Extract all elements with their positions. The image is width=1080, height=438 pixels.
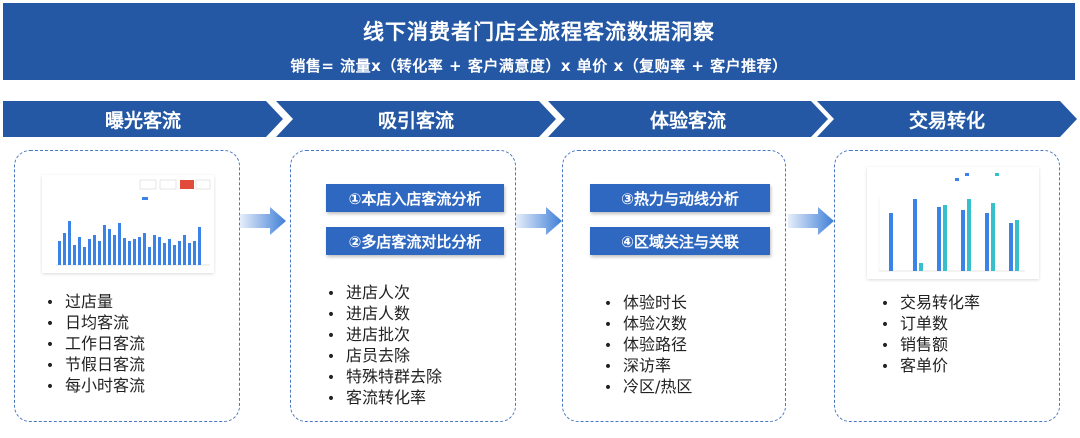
list-item: 进店人数 (316, 303, 442, 324)
attract-card: ①本店入店客流分析 ②多店客流对比分析 进店人次 进店人数 进店批次 店员去除 … (290, 150, 516, 422)
transaction-card: 交易转化率 订单数 销售额 客单价 (834, 150, 1060, 422)
exposure-metric-list: 过店量 日均客流 工作日客流 节假日客流 每小时客流 (35, 291, 145, 396)
list-item: 客单价 (870, 355, 980, 376)
list-item: 冷区/热区 (593, 376, 692, 397)
list-item: 客流转化率 (316, 387, 442, 408)
stage-attract-label: 吸引客流 (377, 109, 454, 132)
stage-transaction-label: 交易转化 (908, 109, 985, 132)
list-item: 体验时长 (593, 292, 692, 313)
list-item: 深访率 (593, 355, 692, 376)
list-item: 特殊特群去除 (316, 366, 442, 387)
zone-attention-box: ④区域关注与关联 (590, 227, 770, 255)
traffic-chart-thumbnail (42, 175, 214, 273)
exposure-card: 过店量 日均客流 工作日客流 节假日客流 每小时客流 (14, 150, 240, 422)
stage-transaction: 交易转化 (817, 101, 1077, 137)
experience-card: ③热力与动线分析 ④区域关注与关联 体验时长 体验次数 体验路径 深访率 冷区/… (562, 150, 786, 422)
list-item: 日均客流 (35, 312, 145, 333)
list-item: 销售额 (870, 334, 980, 355)
multi-store-comparison-box: ②多店客流对比分析 (326, 227, 504, 255)
list-item: 体验路径 (593, 334, 692, 355)
stage-experience: 体验客流 (548, 101, 828, 137)
stage-attract: 吸引客流 (276, 101, 556, 137)
header-banner: 线下消费者门店全旅程客流数据洞察 销售= 流量x（转化率 + 客户满意度）x 单… (3, 3, 1075, 80)
list-item: 体验次数 (593, 313, 692, 334)
list-item: 进店批次 (316, 324, 442, 345)
sales-formula: 销售= 流量x（转化率 + 客户满意度）x 单价 x（复购率 + 客户推荐） (290, 57, 788, 75)
list-item: 订单数 (870, 313, 980, 334)
store-entry-analysis-box: ①本店入店客流分析 (326, 184, 504, 212)
transaction-metric-list: 交易转化率 订单数 销售额 客单价 (870, 292, 980, 376)
stage-exposure-label: 曝光客流 (104, 109, 181, 132)
experience-metric-list: 体验时长 体验次数 体验路径 深访率 冷区/热区 (593, 292, 692, 397)
list-item: 过店量 (35, 291, 145, 312)
transaction-chart-thumbnail (867, 167, 1039, 279)
list-item: 节假日客流 (35, 354, 145, 375)
list-item: 工作日客流 (35, 333, 145, 354)
list-item: 交易转化率 (870, 292, 980, 313)
heatmap-path-analysis-box: ③热力与动线分析 (590, 184, 770, 212)
stage-bar: 曝光客流 吸引客流 体验客流 交易转化 (0, 101, 1080, 137)
flow-arrow-icon (240, 207, 286, 235)
stage-experience-label: 体验客流 (649, 109, 726, 132)
stage-exposure: 曝光客流 (3, 101, 283, 137)
flow-arrow-icon (516, 207, 562, 235)
list-item: 店员去除 (316, 345, 442, 366)
list-item: 进店人次 (316, 282, 442, 303)
list-item: 每小时客流 (35, 375, 145, 396)
flow-arrow-icon (788, 207, 834, 235)
page-title: 线下消费者门店全旅程客流数据洞察 (363, 20, 715, 44)
attract-metric-list: 进店人次 进店人数 进店批次 店员去除 特殊特群去除 客流转化率 (316, 282, 442, 408)
